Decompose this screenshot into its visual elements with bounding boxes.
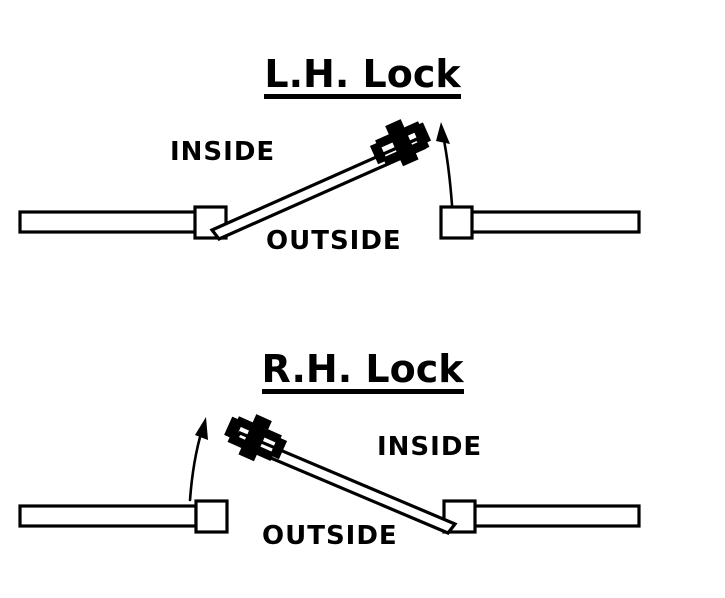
- lh-lock-hardware: [369, 119, 432, 167]
- lh-right-wall: [466, 210, 641, 234]
- lh-left-wall: [18, 210, 198, 234]
- lock-thumbturn-icon: [411, 122, 432, 146]
- rh-strike-jamb: [194, 499, 229, 534]
- rh-swing-arrow-head: [195, 417, 208, 440]
- lock-strike-icon: [369, 141, 388, 165]
- lh-lock-title-text: L.H. Lock: [264, 55, 461, 99]
- rh-swing-arrow-arc: [188, 428, 204, 502]
- lh-lock-title: L.H. Lock: [0, 55, 725, 99]
- lh-outside-label: OUTSIDE: [266, 226, 402, 256]
- rh-outside-label: OUTSIDE: [262, 521, 398, 551]
- lock-lever-icon: [382, 138, 430, 166]
- lock-faceplate-icon: [375, 121, 422, 149]
- lh-inside-label: INSIDE: [170, 137, 276, 167]
- lh-strike-jamb: [439, 205, 474, 240]
- lh-swing-arrow-head: [436, 122, 450, 144]
- rh-lock-title-text: R.H. Lock: [261, 350, 464, 394]
- rh-lock-hardware: [224, 414, 288, 462]
- lock-lever-icon: [227, 433, 275, 461]
- lock-thumbturn-icon: [224, 416, 244, 440]
- rh-left-wall: [18, 504, 198, 528]
- rh-right-wall: [470, 504, 641, 528]
- rh-lock-title: R.H. Lock: [0, 350, 725, 394]
- lh-swing-arrow-arc: [441, 133, 454, 207]
- lock-faceplate-icon: [235, 416, 282, 444]
- rh-inside-label: INSIDE: [377, 432, 483, 462]
- lock-strike-icon: [269, 436, 288, 460]
